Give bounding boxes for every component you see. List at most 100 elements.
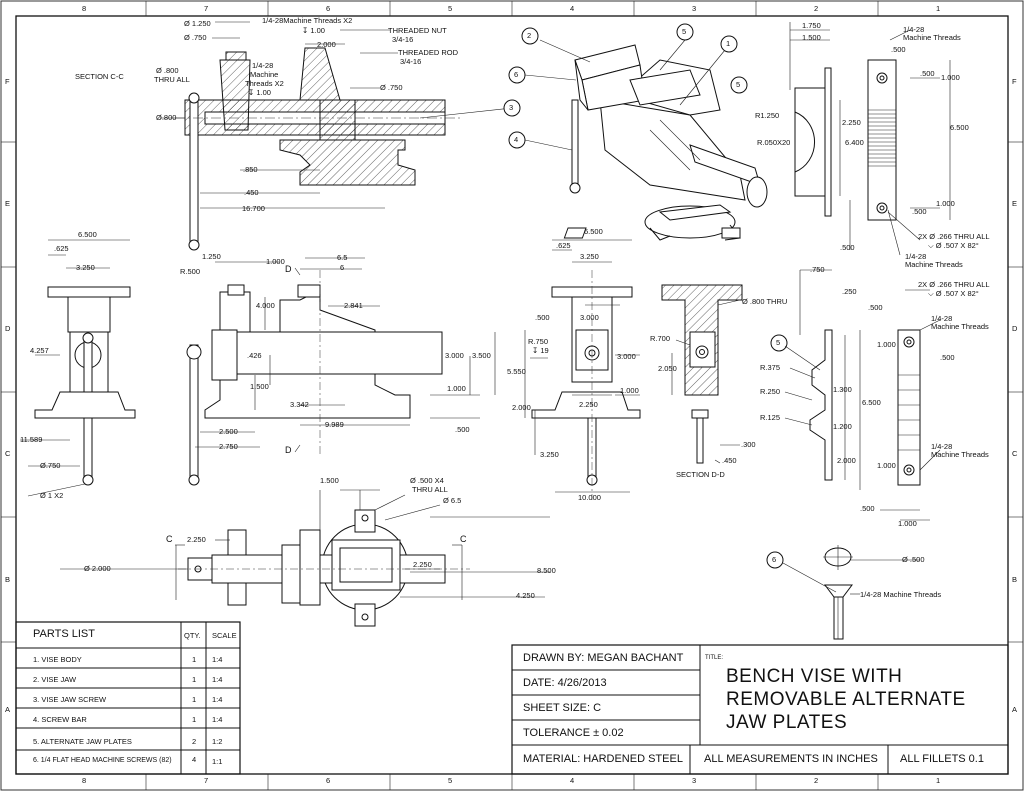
zone-number: 5 [448,4,453,13]
dimension-label: 6.5 [337,253,348,262]
callout-label: 1/4-28 [252,61,274,70]
screw-detail-drawing [782,545,920,640]
table-row-qty: 1 [192,695,197,704]
section-dd-drawing [661,284,743,464]
table-row-scale: 1:4 [212,675,223,684]
zone-letter: E [1012,199,1018,208]
dimension-label: Ø 1.250 [184,19,211,28]
dimension-label: Ø 6.5 [443,496,462,505]
zone-number: 4 [570,776,575,785]
dimension-label: 1.250 [202,252,221,261]
dimension-label: R.125 [760,413,781,422]
table-row-scale: 1:1 [212,757,223,766]
dimension-label: 4.250 [516,591,535,600]
dimension-label: 2.000 [512,403,531,412]
dimension-label: 1.000 [447,384,466,393]
dimension-label: .450 [244,188,259,197]
callout-label: Machine Threads [931,322,989,331]
dimension-label: 2.000 [317,40,336,49]
zone-letter: A [1012,705,1018,714]
dimension-label: 16.700 [242,204,265,213]
zone-letter: A [5,705,11,714]
callout-label: Machine [250,70,279,79]
callout-label: Machine Threads [903,33,961,42]
front-view-drawing [20,239,136,497]
callout-label: Threads X2 [245,79,284,88]
callout-label: THREADED NUT [388,26,447,35]
dimension-label: 5.550 [507,367,526,376]
dimension-label: 2.750 [219,442,238,451]
zone-letter: E [5,199,11,208]
dimension-label: 2.250 [413,560,432,569]
section-cc-drawing [160,21,460,251]
drawing-date: DATE: 4/26/2013 [523,677,607,689]
dimension-label: 1.000 [877,461,896,470]
zone-letter: B [1012,575,1018,584]
dimension-label: 3.250 [540,450,559,459]
zone-letter: F [1012,77,1017,86]
callout-label: ⌵ Ø .507 X 82° [928,289,979,298]
dimension-label: Ø .750 [184,33,207,42]
zone-number: 1 [936,776,941,785]
dimension-label: Ø 1 X2 [40,491,64,500]
section-marker: D [285,264,292,274]
callout-label: 2X Ø .266 THRU ALL [918,280,990,289]
balloon-number: 5 [776,338,781,347]
sheet-size: SHEET SIZE: C [523,702,602,714]
table-row-scale: 1:4 [212,655,223,664]
table-row-qty: 1 [192,655,197,664]
dimension-label: ↧ 19 [532,346,549,355]
dimension-label: 11.589 [20,435,43,444]
dimension-label: .500 [535,313,550,322]
table-row-name: 6. 1/4 FLAT HEAD MACHINE SCREWS (82) [33,757,172,764]
zone-number: 7 [204,4,209,13]
dimension-label: 3.000 [580,313,599,322]
dimension-label: .625 [556,241,571,250]
material: MATERIAL: HARDENED STEEL [523,753,683,765]
callout-label: Ø .500 X4 [410,476,444,485]
callout-label: Machine Threads [905,260,963,269]
dimension-label: 3.000 [617,352,636,361]
dimension-label: 3.500 [472,351,491,360]
dimension-label: 3.000 [445,351,464,360]
callout-label: 1/4-28 [903,25,925,34]
dimension-label: R1.250 [755,111,780,120]
dimension-label: 2.250 [187,535,206,544]
dimension-label: .500 [912,207,927,216]
table-row-scale: 1:4 [212,715,223,724]
dimension-label: 2.250 [842,118,861,127]
fillets-note: ALL FILLETS 0.1 [900,753,984,765]
table-row-qty: 2 [192,737,197,746]
zone-letter: F [5,77,10,86]
dimension-label: 1.000 [941,73,960,82]
balloon-number: 6 [514,70,519,79]
balloon-number: 6 [772,555,777,564]
callout-label: THRU ALL [412,485,448,494]
dimension-label: 1.750 [802,21,821,30]
zone-number: 1 [936,4,941,13]
dimension-label: 3.342 [290,400,309,409]
dimension-label: 1.000 [936,199,955,208]
section-marker: C [460,534,467,544]
drawing-title-line2: REMOVABLE ALTERNATE [726,689,966,710]
zone-number: 5 [448,776,453,785]
callout-label: ⌵ Ø .507 X 82° [928,241,979,250]
zone-letter: C [5,449,11,458]
dimension-label: R.750 [528,337,549,346]
dimension-label: 3.250 [76,263,95,272]
callout-label: ↧ 1.00 [302,26,325,35]
callout-label: Ø .800 THRU [742,297,788,306]
top-view-drawing [60,489,550,627]
dimension-label: 1.500 [320,476,339,485]
dimension-label: .450 [722,456,737,465]
table-row-name: 4. SCREW BAR [33,715,87,724]
zone-letter: D [5,324,11,333]
dimension-label: 1.000 [877,340,896,349]
balloons [503,23,788,569]
table-row-name: 1. VISE BODY [33,655,82,664]
balloon-number: 5 [736,80,741,89]
dimension-label: .300 [741,440,756,449]
dimension-label: 6.500 [950,123,969,132]
dimension-label: 1.000 [266,257,285,266]
zone-letter: B [5,575,11,584]
